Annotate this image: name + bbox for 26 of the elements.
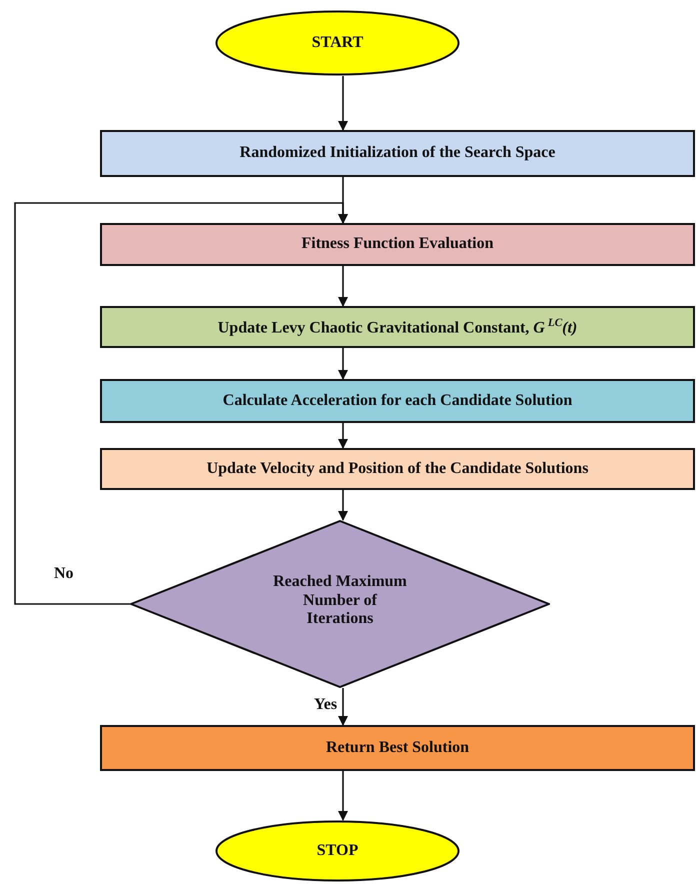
node-label: Update Velocity and Position of the Candidate Solutions: [206, 460, 588, 478]
arrow: [338, 76, 348, 131]
arrow: [338, 348, 348, 380]
process-box: [100, 130, 695, 177]
process-box: [100, 725, 695, 771]
node-label: Randomized Initialization of the Search Space: [240, 144, 556, 163]
process-box: [100, 448, 695, 490]
process-box: [100, 379, 695, 423]
arrow: [338, 266, 348, 307]
process-box: [100, 306, 695, 348]
node-label: Return Best Solution: [326, 738, 470, 758]
arrow: [338, 688, 348, 726]
arrow: [14, 202, 348, 605]
node-label: Update Levy Chaotic Gravitational Constant, G$^{LC}$(t): [218, 316, 578, 338]
node-label: Calculate Acceleration for each Candidate Solution: [222, 392, 572, 410]
arrow: [338, 771, 348, 821]
node-label: Fitness Function Evaluation: [301, 235, 494, 254]
process-box: [100, 223, 695, 266]
terminal-ellipse: [215, 820, 460, 882]
arrow: [338, 490, 348, 521]
node-label: Reached Maximum Number of Iterations: [272, 573, 408, 629]
decision-diamond: [130, 520, 550, 688]
arrow: [338, 423, 348, 449]
terminal-ellipse: [215, 10, 460, 76]
node-label: START: [312, 34, 364, 52]
node-label: STOP: [316, 842, 358, 860]
